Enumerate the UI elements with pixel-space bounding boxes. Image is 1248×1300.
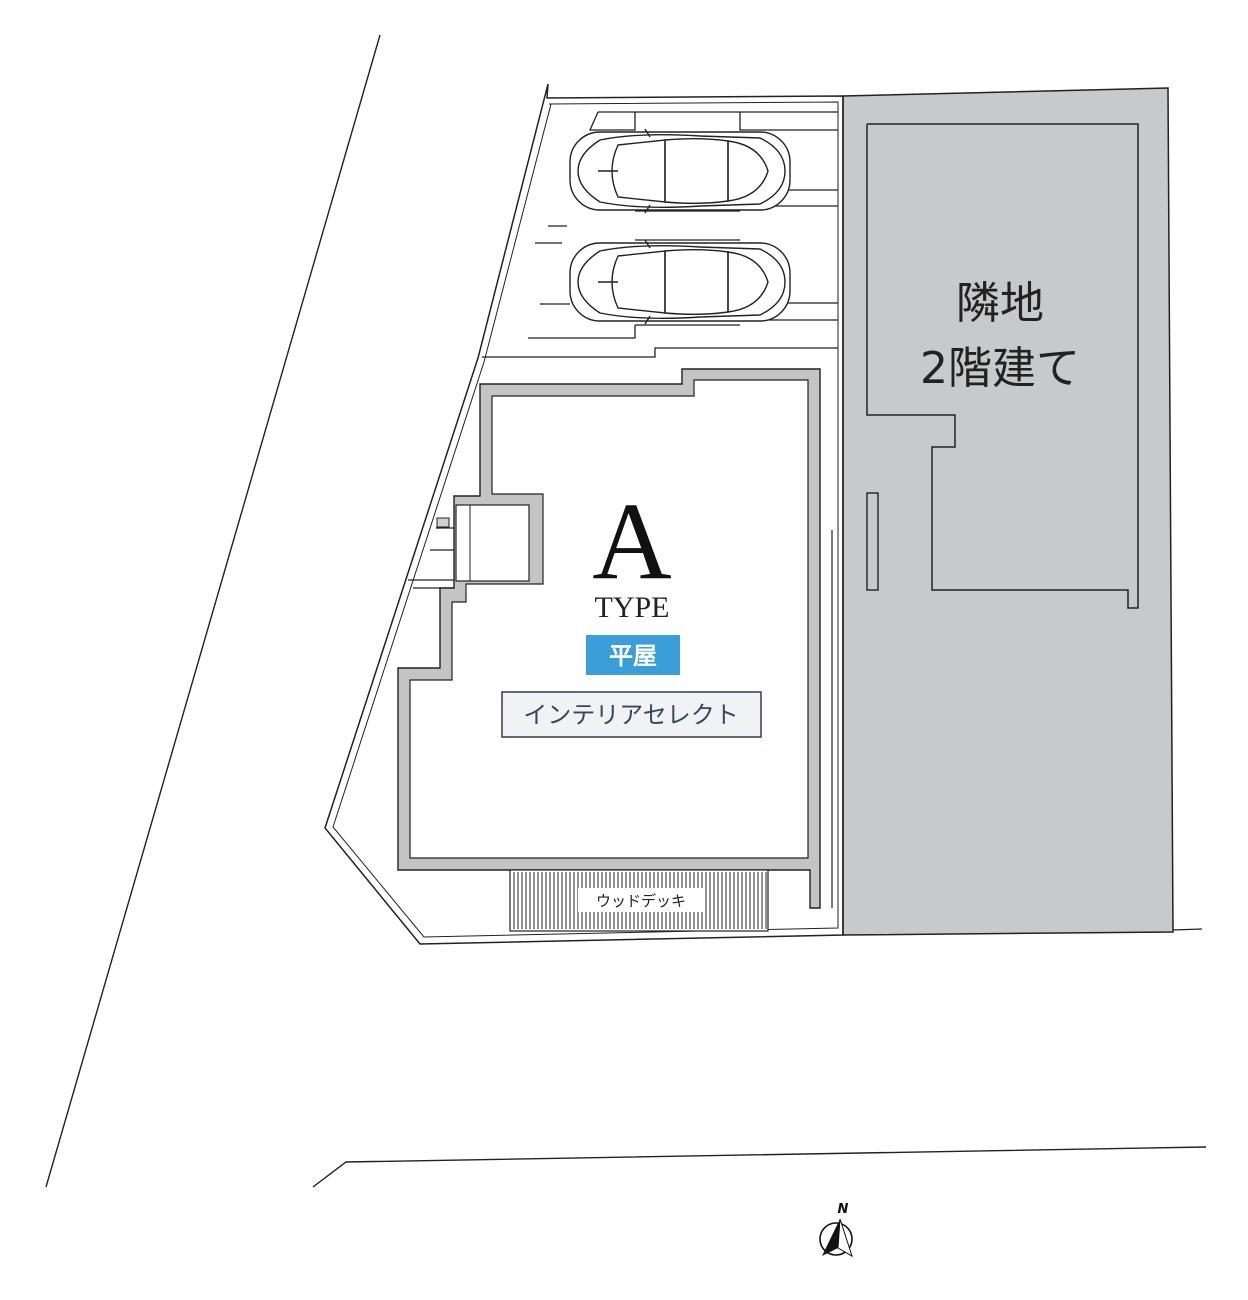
neighbor-label-line1: 隣地 — [956, 278, 1044, 329]
road-edge-bottom — [312, 1146, 1207, 1188]
house-interior — [409, 379, 809, 859]
north-label: N — [838, 1202, 849, 1217]
interior-select-box — [501, 691, 762, 738]
car-1 — [569, 128, 791, 214]
type-letter: A — [592, 480, 671, 602]
site-boundary-inner — [332, 101, 839, 938]
neighbor-lot — [842, 87, 1174, 936]
neighbor-small-feature — [866, 492, 879, 591]
type-word: TYPE — [595, 591, 670, 624]
meter-box — [436, 517, 450, 528]
badge-single-story — [586, 635, 680, 675]
badge-label: 平屋 — [609, 642, 657, 670]
site-boundary-outer — [324, 83, 844, 945]
interior-select-label: インテリアセレクト — [523, 701, 739, 729]
road-edge-left — [45, 34, 381, 1188]
neighbor-building-outline — [866, 123, 1139, 609]
deck-label: ウッドデッキ — [596, 892, 686, 910]
wood-deck: ウッドデッキ — [509, 869, 769, 932]
utility-room — [455, 504, 530, 582]
north-arrow-icon: N — [819, 1202, 853, 1258]
lot-bottom-extension — [1172, 928, 1203, 931]
car-2 — [569, 239, 791, 325]
neighbor-label-line2: 2階建て — [920, 343, 1080, 394]
